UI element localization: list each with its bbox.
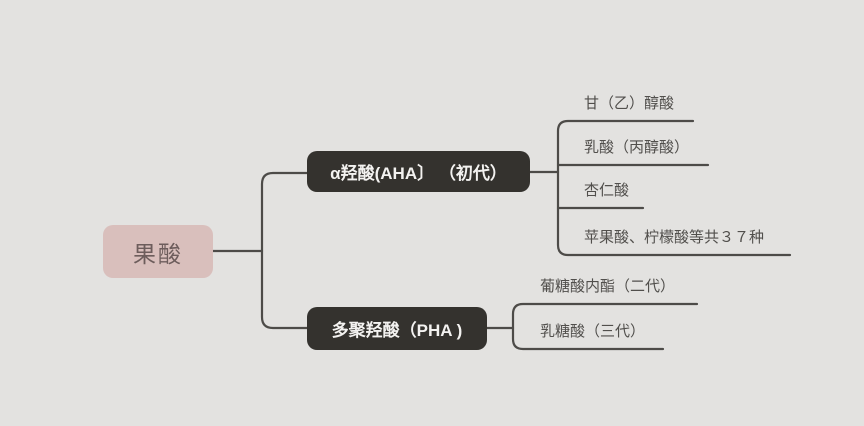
leaf-node-gluconolactone[interactable]: 葡糖酸内酯（二代） xyxy=(540,278,676,295)
branch2-to-leaf1-line xyxy=(511,302,699,330)
root-to-branch2-line xyxy=(260,249,309,330)
branch1-to-leaf1-line xyxy=(556,119,695,174)
branch1-to-leaf4-line xyxy=(556,170,792,257)
branch-node-pha[interactable]: 多聚羟酸（PHA ) xyxy=(307,307,487,350)
root-to-branch1-line xyxy=(260,171,309,253)
root-node-fruit-acid[interactable]: 果酸 xyxy=(103,225,213,278)
leaf-node-lactobionic-acid[interactable]: 乳糖酸（三代） xyxy=(540,323,646,340)
branch2-to-leaf2-line xyxy=(511,326,665,351)
leaf-node-glycolic-acid[interactable]: 甘（乙）醇酸 xyxy=(584,95,675,112)
leaf-node-lactic-acid[interactable]: 乳酸（丙醇酸） xyxy=(584,139,690,156)
branch-node-aha[interactable]: α羟酸(AHA〕 （初代） xyxy=(307,151,530,192)
leaf-node-malic-citric-acid[interactable]: 苹果酸、柠檬酸等共３７种 xyxy=(584,229,765,246)
leaf-node-mandelic-acid[interactable]: 杏仁酸 xyxy=(584,182,630,199)
